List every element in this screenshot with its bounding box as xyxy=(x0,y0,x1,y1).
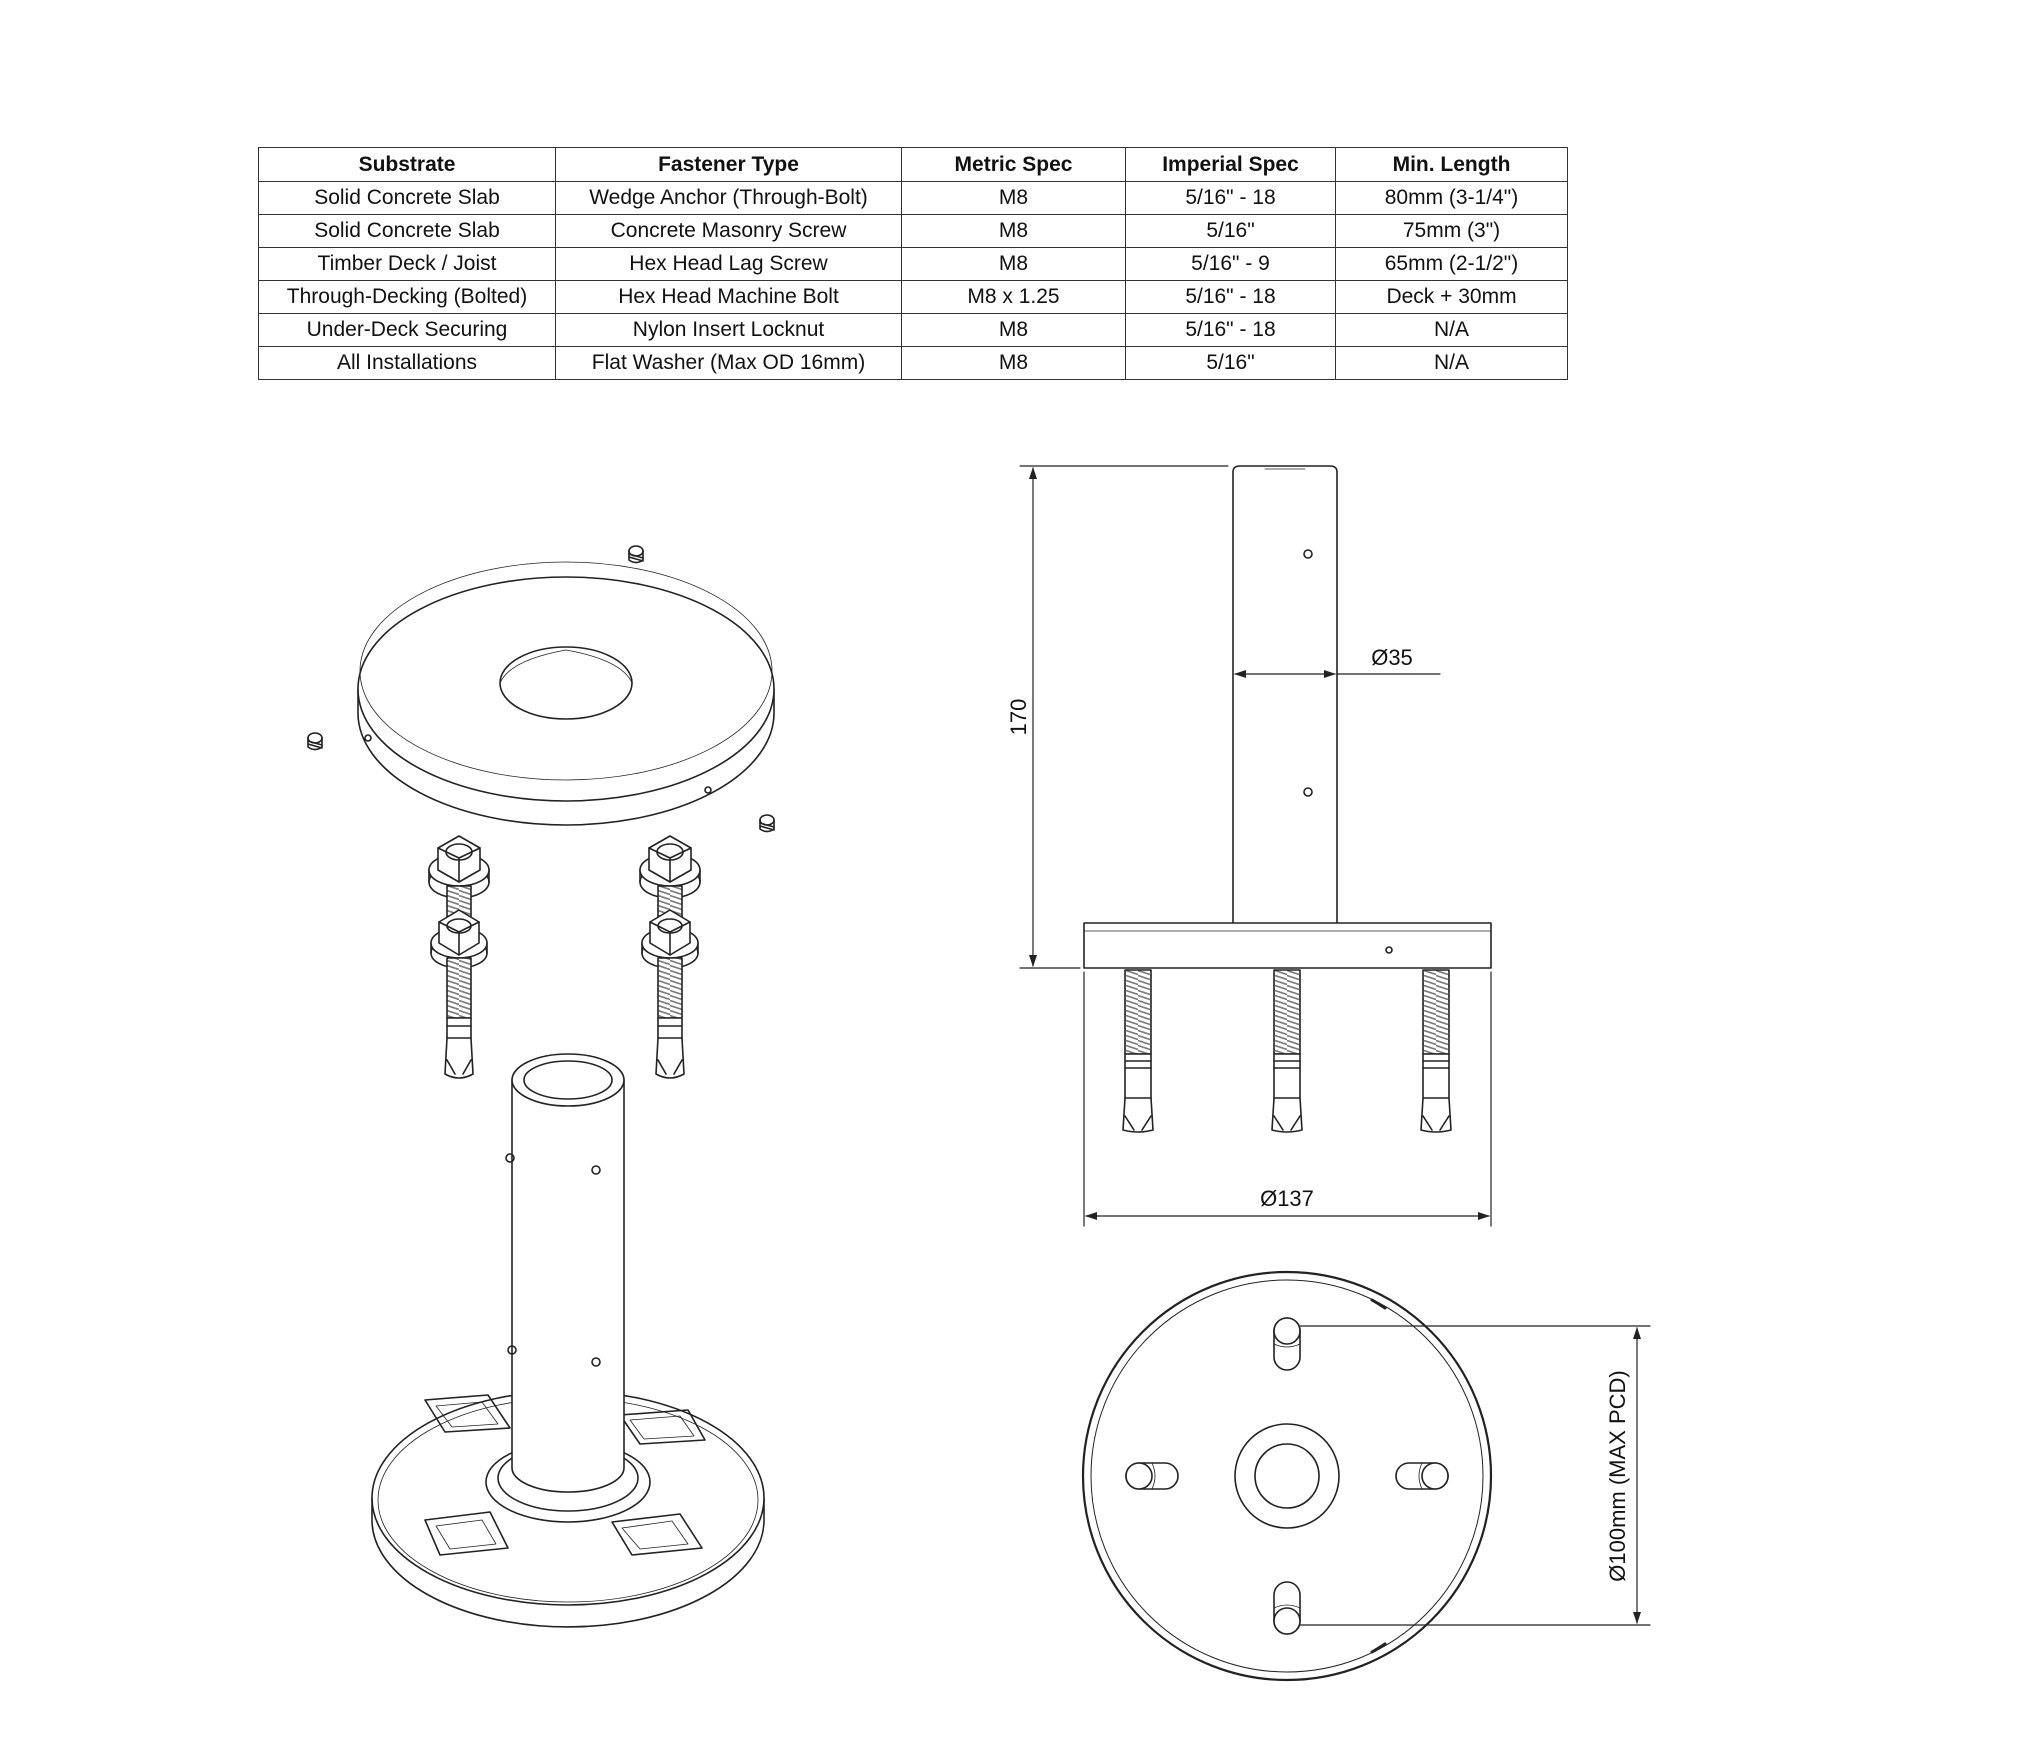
base-plate-elevation xyxy=(1083,922,1492,969)
table-cell: Timber Deck / Joist xyxy=(258,247,556,281)
cover-plate xyxy=(357,561,775,826)
column-header: Imperial Spec xyxy=(1125,147,1336,182)
table-cell: N/A xyxy=(1335,346,1568,380)
table-cell: Concrete Masonry Screw xyxy=(555,214,902,248)
wedge-anchor xyxy=(639,835,701,1079)
wedge-anchor xyxy=(1271,969,1303,1133)
wedge-anchor xyxy=(428,835,490,1079)
table-cell: 5/16" xyxy=(1125,214,1336,248)
mounting-slot xyxy=(424,1394,511,1433)
table-row: Solid Concrete Slab Wedge Anchor (Throug… xyxy=(258,181,1568,215)
table-cell: 80mm (3-1/4") xyxy=(1335,181,1568,215)
set-screw xyxy=(307,732,323,751)
table-cell: N/A xyxy=(1335,313,1568,347)
column-header: Min. Length xyxy=(1335,147,1568,182)
table-cell: M8 xyxy=(901,313,1126,347)
mounting-slot xyxy=(1125,1462,1179,1490)
plan-view: Ø100mm (MAX PCD) xyxy=(1081,1270,1651,1682)
mounting-slot xyxy=(424,1511,509,1556)
mounting-slot xyxy=(1395,1462,1449,1490)
wedge-anchor xyxy=(1122,969,1154,1133)
table-row: Solid Concrete Slab Concrete Masonry Scr… xyxy=(258,214,1568,248)
mounting-slot xyxy=(611,1513,703,1556)
table-cell: 75mm (3") xyxy=(1335,214,1568,248)
table-cell: M8 xyxy=(901,346,1126,380)
table-cell: Under-Deck Securing xyxy=(258,313,556,347)
base-diameter-label: Ø137 xyxy=(1260,1186,1314,1211)
mounting-slot xyxy=(1273,1581,1301,1635)
height-dimension xyxy=(1019,465,1229,969)
pcd-dimension xyxy=(1299,1325,1651,1626)
table-cell: Flat Washer (Max OD 16mm) xyxy=(555,346,902,380)
set-screw xyxy=(628,545,644,564)
isometric-exploded-view xyxy=(307,545,775,1628)
post-tube xyxy=(505,1053,625,1493)
column-header: Substrate xyxy=(258,147,556,182)
table-header-row: Substrate Fastener Type Metric Spec Impe… xyxy=(258,147,1568,182)
table-cell: M8 xyxy=(901,181,1126,215)
table-cell: 5/16" xyxy=(1125,346,1336,380)
table-cell: Deck + 30mm xyxy=(1335,280,1568,314)
tube-diameter-label: Ø35 xyxy=(1371,645,1413,670)
wedge-anchor xyxy=(1420,969,1452,1133)
mounting-slot xyxy=(1273,1317,1301,1371)
table-row: Through-Decking (Bolted) Hex Head Machin… xyxy=(258,280,1568,314)
pcd-dimension-label: Ø100mm (MAX PCD) xyxy=(1605,1370,1630,1581)
table-row: Timber Deck / Joist Hex Head Lag Screw M… xyxy=(258,247,1568,281)
mounting-slot xyxy=(619,1409,706,1445)
set-screw xyxy=(759,814,775,833)
table-cell: 5/16" - 18 xyxy=(1125,181,1336,215)
table-cell: M8 xyxy=(901,214,1126,248)
fastener-spec-table: Substrate Fastener Type Metric Spec Impe… xyxy=(258,147,1568,380)
table-cell: 65mm (2-1/2") xyxy=(1335,247,1568,281)
side-elevation-view: 170 Ø35 Ø137 xyxy=(1006,465,1492,1227)
table-cell: Wedge Anchor (Through-Bolt) xyxy=(555,181,902,215)
post-tube-elevation xyxy=(1232,465,1338,924)
base-diameter-dimension xyxy=(1083,971,1492,1227)
table-cell: Hex Head Lag Screw xyxy=(555,247,902,281)
table-cell: 5/16" - 18 xyxy=(1125,313,1336,347)
table-row: Under-Deck Securing Nylon Insert Locknut… xyxy=(258,313,1568,347)
table-cell: All Installations xyxy=(258,346,556,380)
column-header: Fastener Type xyxy=(555,147,902,182)
table-cell: Through-Decking (Bolted) xyxy=(258,280,556,314)
table-row: All Installations Flat Washer (Max OD 16… xyxy=(258,346,1568,380)
table-cell: Nylon Insert Locknut xyxy=(555,313,902,347)
table-cell: Solid Concrete Slab xyxy=(258,214,556,248)
table-cell: Solid Concrete Slab xyxy=(258,181,556,215)
table-cell: 5/16" - 18 xyxy=(1125,280,1336,314)
height-dimension-label: 170 xyxy=(1006,699,1031,736)
